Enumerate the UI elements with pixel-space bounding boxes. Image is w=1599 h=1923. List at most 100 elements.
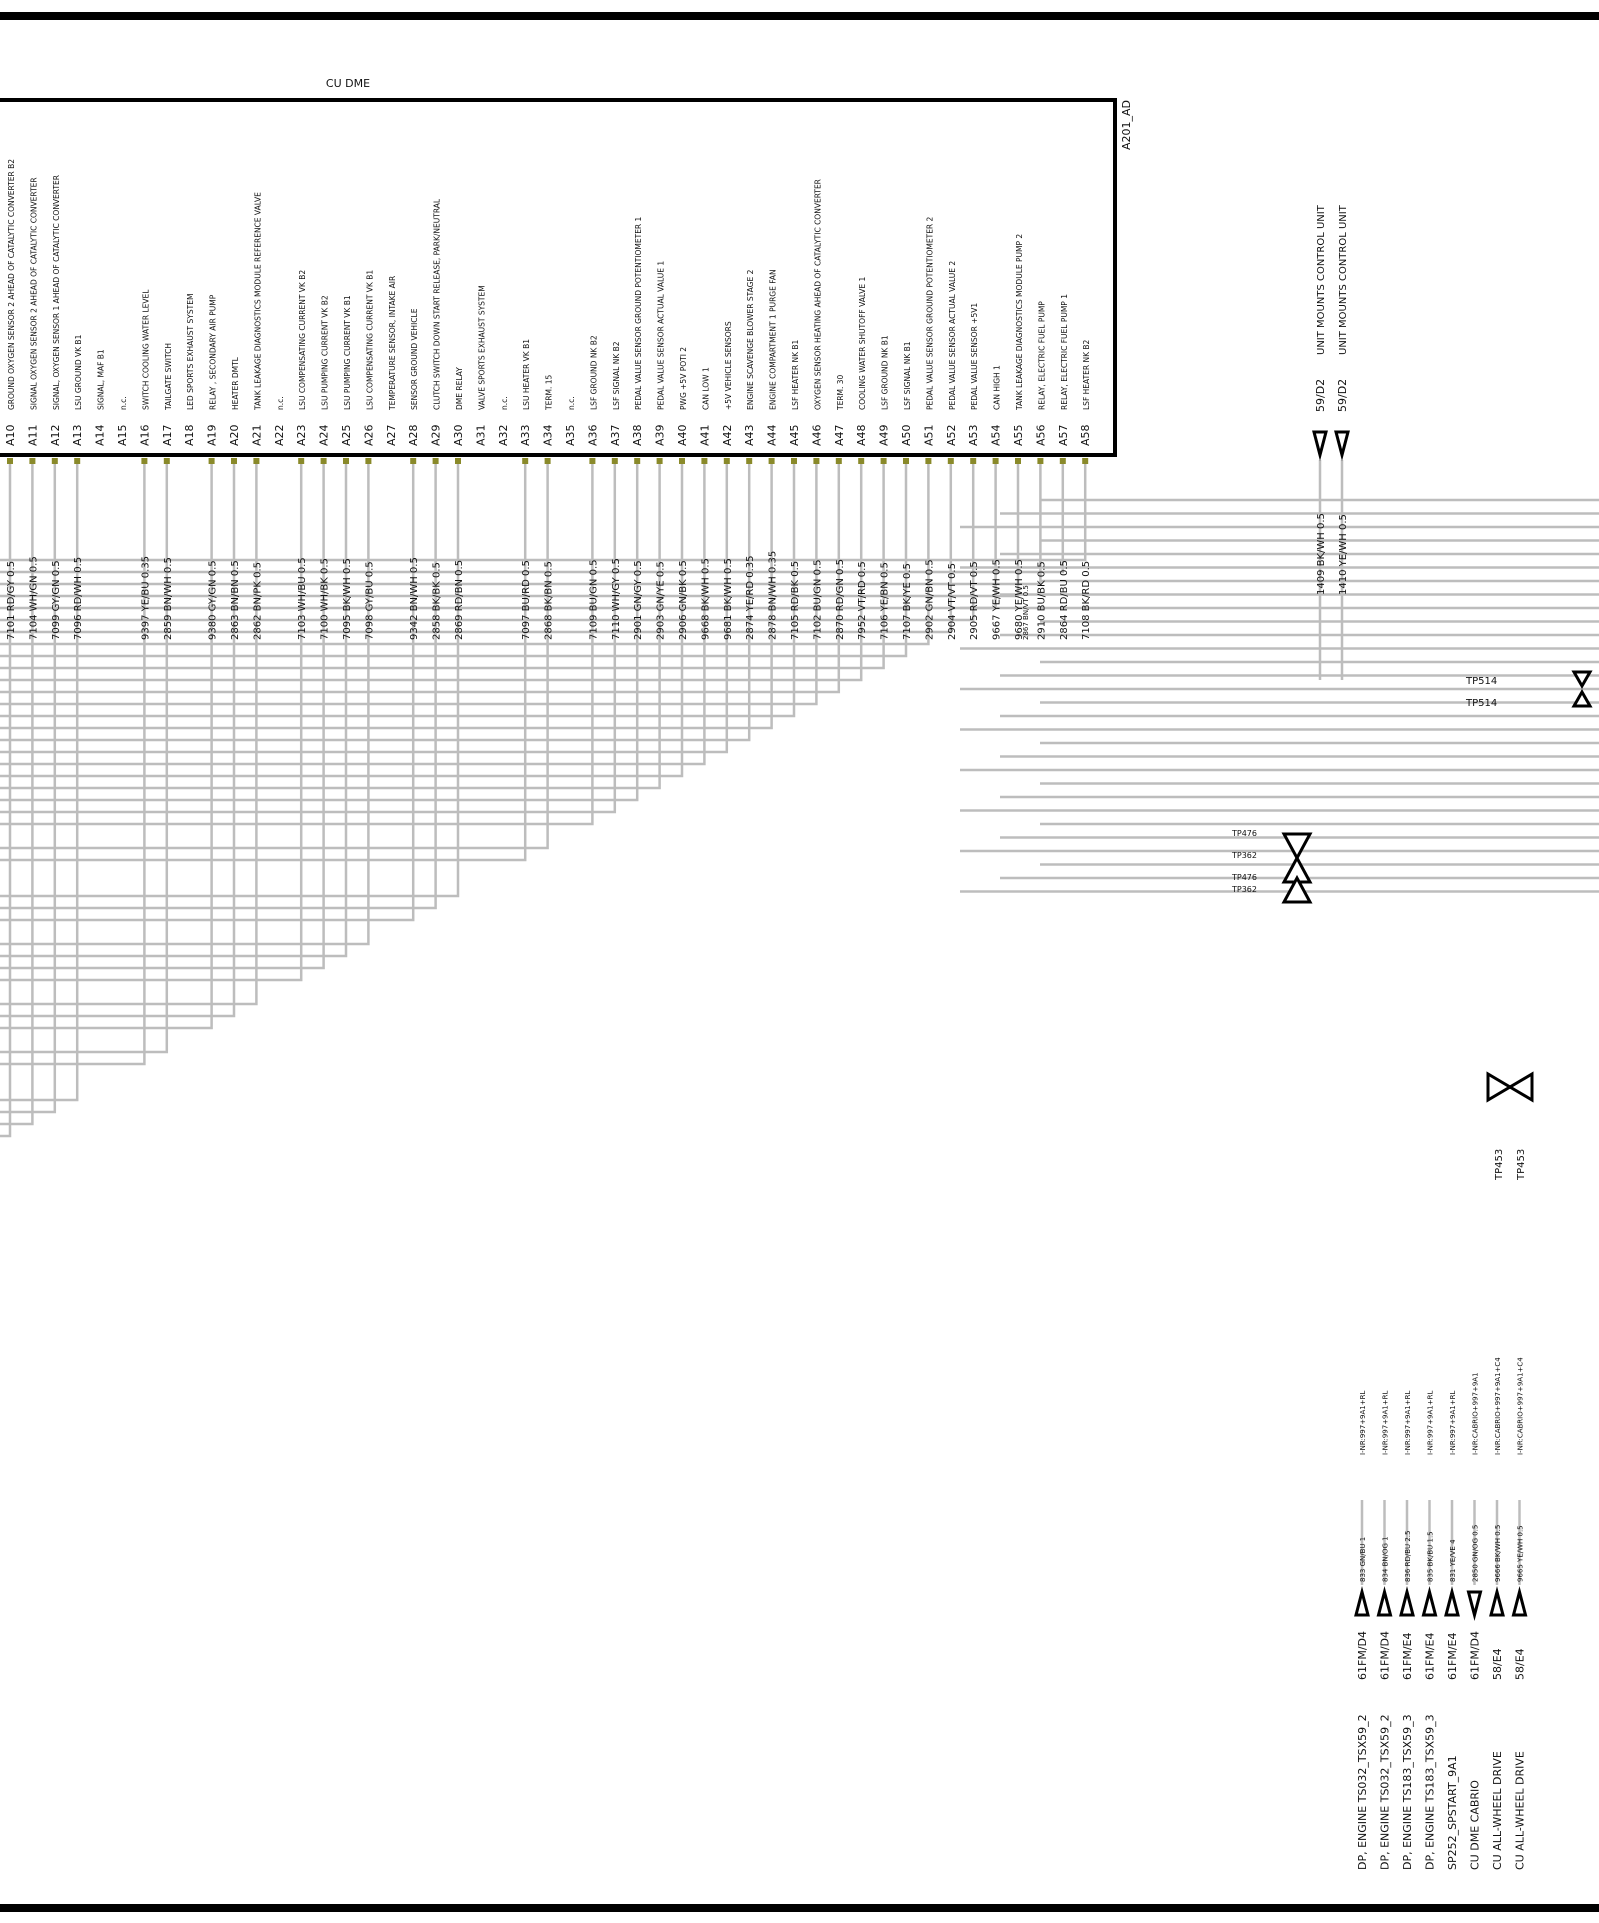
pin-description: LSF HEATER NK B2	[1082, 339, 1091, 410]
pin-marker	[768, 458, 775, 464]
pin-id: A20	[228, 424, 241, 446]
pin-marker	[141, 458, 148, 464]
pin-description: n.c.	[567, 396, 576, 410]
wire	[0, 464, 146, 1066]
testpoint-label: TP514	[1465, 676, 1497, 687]
wire	[0, 464, 437, 910]
pin-A17: A17 TAILGATE SWITCH 2859 BN/WH 0.5	[161, 343, 174, 640]
mount-pin: 59/D2	[1314, 379, 1327, 412]
wire-label: 2863 BN/BN 0.5	[230, 560, 241, 640]
pin-description: DME RELAY	[455, 367, 464, 410]
pin-marker	[679, 458, 685, 464]
pin-description: ENGINE SCAVENGE BLOWER STAGE 2	[746, 269, 755, 410]
wire	[0, 464, 34, 1126]
bottom-connector-6: 9666 BK/WH 0.5I-NR:CABRIO+997+9A1+C458/E…	[1489, 1357, 1505, 1870]
pin-id: A44	[766, 424, 779, 446]
wire-label: 7105 RD/BK 0.5	[790, 561, 801, 640]
connector-pin: 58/E4	[1491, 1648, 1504, 1680]
wire-note: I-NR:997+9A1+RL	[1382, 1391, 1390, 1455]
pin-marker	[589, 458, 596, 464]
wire-label: 9665 YE/WH 0.5	[1517, 1525, 1525, 1582]
pin-description: TAILGATE SWITCH	[164, 343, 173, 411]
pin-id: A39	[654, 424, 667, 446]
connector-pin: 61FM/D4	[1469, 1631, 1482, 1680]
pin-id: A29	[430, 424, 443, 446]
pin-description: CAN HIGH 1	[993, 365, 1002, 410]
wire-label: 7107 BK/YE 0.5	[902, 563, 913, 640]
wire	[0, 464, 684, 778]
pin-id: A57	[1057, 424, 1070, 446]
connector-dest: SP252_SPSTART_9A1	[1446, 1755, 1459, 1870]
top-border	[0, 12, 1599, 20]
wire-label: 2904 VT/VT 0.5	[947, 563, 958, 640]
wire-label: 2878 BN/WH 0.35	[768, 551, 779, 640]
pin-id: A26	[362, 424, 375, 446]
wire-label: 7102 BU/GN 0.5	[812, 560, 823, 641]
connector-arrow	[1421, 1586, 1438, 1617]
pin-description: SWITCH COOLING WATER LEVEL	[141, 289, 150, 410]
connector-pin: 61FM/E4	[1446, 1633, 1459, 1680]
pin-id: A17	[161, 424, 174, 446]
pin-description: n.c.	[276, 396, 285, 410]
pin-id: A16	[138, 424, 151, 446]
pin-marker	[74, 458, 81, 464]
wire-label: 1409 BK/WH 0.5	[1316, 513, 1327, 595]
pin-marker	[208, 458, 215, 464]
wire	[0, 464, 258, 1006]
pin-id: A48	[855, 424, 868, 446]
testpoint-label: TP514	[1465, 698, 1497, 709]
pin-marker	[791, 458, 797, 464]
pin-description: LSU PUMPING CURRENT VK B1	[343, 295, 352, 410]
wire	[0, 464, 953, 634]
wire-label: 2859 BN/WH 0.5	[163, 557, 174, 640]
testpoint-symbol	[1486, 1071, 1513, 1103]
pin-id: A52	[945, 424, 958, 446]
pin-description: TEMPERATURE SENSOR, INTAKE AIR	[388, 276, 397, 411]
pin-marker	[29, 458, 36, 464]
connector-arrow	[1312, 430, 1328, 461]
pin-description: LSU COMPENSATING CURRENT VK B2	[298, 270, 307, 410]
wire-label: 7952 VT/RD 0.5	[857, 561, 868, 640]
wire	[0, 464, 1020, 598]
pin-description: PEDAL VALUE SENSOR ACTUAL VALUE 1	[657, 261, 666, 410]
testpoint-label: TP362	[1231, 885, 1257, 894]
wire-note: I-NR:CABRIO+997+9A1+C4	[1517, 1357, 1525, 1455]
wire-note: I-NR:997+9A1+RL	[1404, 1391, 1412, 1455]
pin-marker	[858, 458, 865, 464]
testpoint-label: TP476	[1231, 829, 1257, 838]
pin-description: SIGNAL, OXYGEN SENSOR 1 AHEAD OF CATALYT…	[52, 175, 61, 410]
pin-description: TANK LEAKAGE DIAGNOSTICS MODULE REFERENC…	[253, 192, 262, 411]
pin-description: LSU COMPENSATING CURRENT VK B1	[365, 270, 374, 410]
wire-label: 7103 WH/BU 0.5	[297, 557, 308, 640]
testpoint-label: TP453	[1516, 1149, 1527, 1181]
wire	[0, 464, 303, 982]
wire	[0, 464, 1087, 562]
connector-pin: 61FM/D4	[1356, 1631, 1369, 1680]
connector-dest: DP, ENGINE TS183_TSX59_3	[1401, 1714, 1414, 1870]
wire-label: 831 YE/VE 4	[1449, 1539, 1457, 1582]
pin-marker	[925, 458, 932, 464]
wire-label: 9667 YE/WH 0.5	[992, 559, 1003, 640]
pin-marker	[701, 458, 708, 464]
pin-id: A14	[94, 424, 107, 446]
connector-pin: 61FM/E4	[1424, 1633, 1437, 1680]
connector-dest: DP, ENGINE TS183_TSX59_3	[1424, 1714, 1437, 1870]
control-unit-box	[0, 98, 1117, 457]
